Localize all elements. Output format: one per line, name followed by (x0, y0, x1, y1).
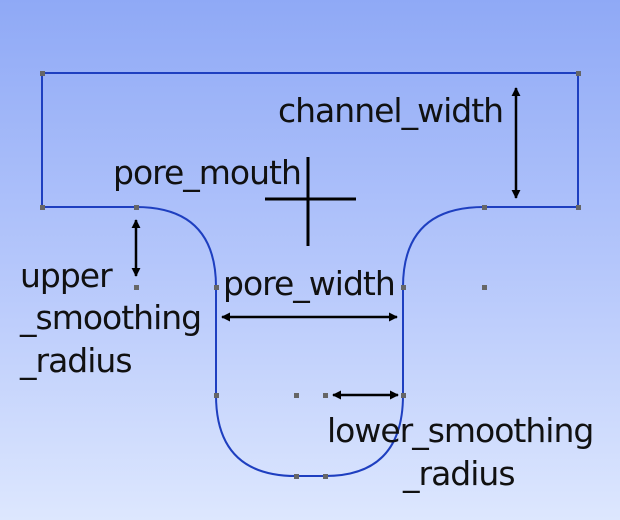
lower-smoothing-label-line2: _radius (403, 454, 516, 493)
channel-outline (41, 72, 579, 208)
pore-width-label: pore_width (223, 264, 396, 303)
crosshair-cursor-icon (265, 157, 356, 246)
upper-smoothing-label-line2: _smoothing (20, 298, 202, 337)
upper-smoothing-label-line1: upper (20, 256, 113, 295)
channel-width-label: channel_width (278, 91, 504, 130)
lower-smoothing-label-line1: lower_smoothing (327, 411, 594, 450)
vertex-points (40, 71, 581, 479)
pore-mouth-label: pore_mouth (113, 153, 302, 192)
upper-smoothing-label-line3: _radius (20, 341, 133, 380)
